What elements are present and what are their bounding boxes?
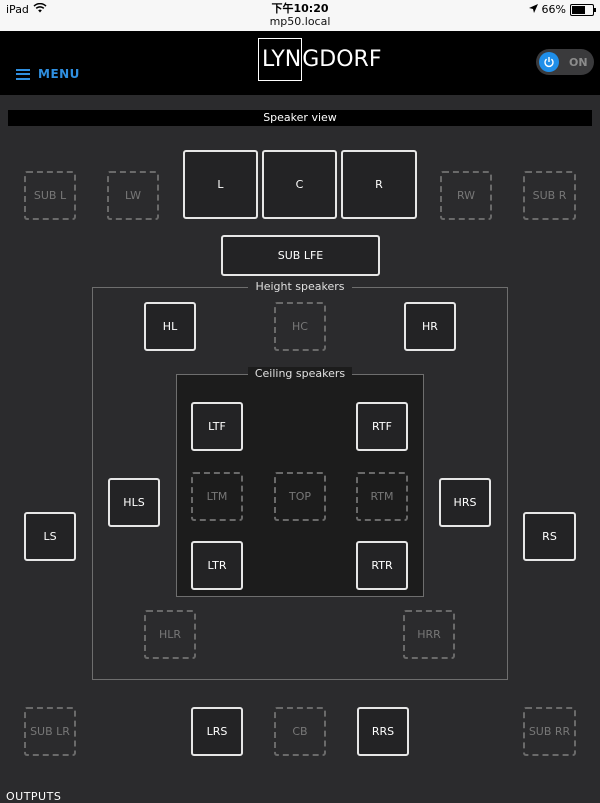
speaker-hrs[interactable]: HRS <box>439 478 491 527</box>
clock: 下午10:20 <box>271 2 329 15</box>
speaker-rtf[interactable]: RTF <box>356 402 408 451</box>
speaker-ltr[interactable]: LTR <box>191 541 243 590</box>
height-speakers-zone: Height speakers <box>92 280 508 680</box>
speaker-lw[interactable]: LW <box>107 171 159 220</box>
speaker-hl[interactable]: HL <box>144 302 196 351</box>
speaker-rw[interactable]: RW <box>440 171 492 220</box>
battery-icon <box>570 3 596 16</box>
speaker-top[interactable]: TOP <box>274 472 326 521</box>
device-name: iPad <box>6 3 29 16</box>
status-right: 66% <box>528 3 596 16</box>
status-left: iPad <box>6 2 47 16</box>
height-speakers-label: Height speakers <box>93 280 507 294</box>
speaker-cb[interactable]: CB <box>274 707 326 756</box>
speaker-hlr[interactable]: HLR <box>144 610 196 659</box>
speaker-sub-rr[interactable]: SUB RR <box>523 707 576 756</box>
speaker-view-title: Speaker view <box>8 110 592 126</box>
menu-button[interactable]: MENU <box>16 67 80 81</box>
speaker-ls[interactable]: LS <box>24 512 76 561</box>
menu-label: MENU <box>38 67 80 81</box>
speaker-r[interactable]: R <box>341 150 417 219</box>
speaker-sub-lr[interactable]: SUB LR <box>24 707 76 756</box>
location-arrow-icon <box>528 3 538 16</box>
wifi-icon <box>33 2 47 16</box>
status-bar: iPad 下午10:20 mp50.local 66% <box>0 0 600 31</box>
power-icon <box>539 52 559 72</box>
speaker-c[interactable]: C <box>262 150 337 219</box>
battery-percent: 66% <box>541 3 566 16</box>
speaker-ltf[interactable]: LTF <box>191 402 243 451</box>
outputs-section-label: OUTPUTS <box>6 790 62 803</box>
power-state-label: ON <box>569 55 588 69</box>
speaker-hls[interactable]: HLS <box>108 478 160 527</box>
page-url: mp50.local <box>269 15 331 28</box>
speaker-hr[interactable]: HR <box>404 302 456 351</box>
speaker-sub-l[interactable]: SUB L <box>24 171 76 220</box>
speaker-l[interactable]: L <box>183 150 258 219</box>
ceiling-speakers-label: Ceiling speakers <box>177 367 423 381</box>
status-center: 下午10:20 mp50.local <box>0 2 600 28</box>
speaker-rtr[interactable]: RTR <box>356 541 408 590</box>
speaker-ltm[interactable]: LTM <box>191 472 243 521</box>
speaker-lrs[interactable]: LRS <box>191 707 243 756</box>
speaker-rtm[interactable]: RTM <box>356 472 408 521</box>
speaker-sub-r[interactable]: SUB R <box>523 171 576 220</box>
speaker-rs[interactable]: RS <box>523 512 576 561</box>
speaker-hc[interactable]: HC <box>274 302 326 351</box>
speaker-hrr[interactable]: HRR <box>403 610 455 659</box>
hamburger-icon <box>16 68 30 80</box>
speaker-sub-lfe[interactable]: SUB LFE <box>221 235 380 276</box>
power-toggle[interactable]: ON <box>536 49 594 75</box>
speaker-rrs[interactable]: RRS <box>357 707 409 756</box>
